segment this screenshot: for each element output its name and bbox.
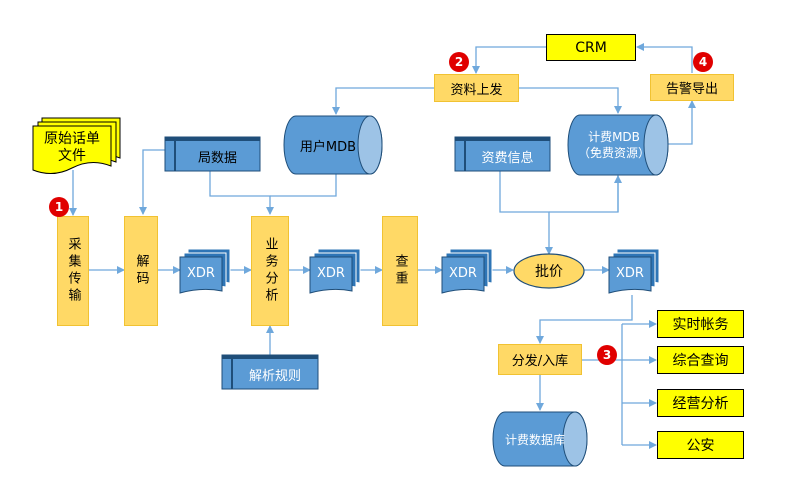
public-security-label: 公安 <box>686 438 715 454</box>
arrow-dispatch-to-usermdb <box>332 87 434 115</box>
decode-label: 解码 <box>133 254 149 288</box>
business-analysis-out-label: 经营分析 <box>672 396 729 412</box>
billing-db-cylinder <box>492 411 588 467</box>
user-mdb-cylinder <box>283 115 383 175</box>
step-badge-2: 2 <box>449 52 469 72</box>
dedup-box: 查重 <box>382 216 418 326</box>
step-badge-1: 1 <box>49 197 69 217</box>
arrow-xdr4-to-distribute <box>536 295 633 344</box>
business-analysis-box: 业务分析 <box>251 216 289 326</box>
rating-ellipse <box>513 253 585 289</box>
xdr-doc-2 <box>309 248 361 294</box>
tariff-info-shape <box>454 136 551 172</box>
crm-box: CRM <box>546 34 636 61</box>
step-badge-4: 4 <box>693 52 713 72</box>
data-dispatch-box: 资料上发 <box>434 74 519 102</box>
arrow-distribute-fanout <box>582 324 623 445</box>
arrow-dispatch-to-billingmdb <box>519 87 622 114</box>
collect-label: 采集传输 <box>65 237 81 305</box>
data-dispatch-label: 资料上发 <box>450 82 503 98</box>
dedup-label: 查重 <box>392 254 408 288</box>
collect-box: 采集传输 <box>57 216 89 326</box>
office-data-shape <box>164 136 261 172</box>
arrow-alarm-to-crm <box>636 43 693 73</box>
alarm-export-box: 告警导出 <box>650 74 734 101</box>
alarm-export-label: 告警导出 <box>665 82 718 97</box>
xdr-doc-3 <box>441 248 493 294</box>
distribute-label: 分发/入库 <box>511 354 569 369</box>
crm-label: CRM <box>575 39 607 56</box>
integrated-query-label: 综合查询 <box>672 353 729 369</box>
arrow-office-to-analysis <box>209 171 274 215</box>
realtime-account-box: 实时帐务 <box>657 310 744 338</box>
business-analysis-label: 业务分析 <box>262 237 278 305</box>
business-analysis-out-box: 经营分析 <box>657 389 744 417</box>
integrated-query-box: 综合查询 <box>657 346 744 374</box>
raw-files-doc-stack <box>32 117 121 174</box>
arrow-office-to-decode <box>139 149 165 215</box>
arrow-billingmdb-to-rating <box>549 175 619 213</box>
distribute-box: 分发/入库 <box>498 344 582 375</box>
realtime-account-label: 实时帐务 <box>672 317 729 333</box>
billing-mdb-cylinder <box>567 114 669 176</box>
xdr-doc-4 <box>608 248 660 294</box>
arrow-usermdb-to-analysis <box>270 174 337 197</box>
arrow-billingmdb-to-alarm <box>668 100 696 145</box>
step-badge-3: 3 <box>597 345 617 365</box>
xdr-doc-1 <box>179 248 231 294</box>
public-security-box: 公安 <box>657 431 744 459</box>
arrow-tariff-to-rating <box>499 171 553 255</box>
parse-rules-shape <box>221 354 319 390</box>
arrow-crm-to-dispatch <box>472 46 546 74</box>
decode-box: 解码 <box>124 216 158 326</box>
